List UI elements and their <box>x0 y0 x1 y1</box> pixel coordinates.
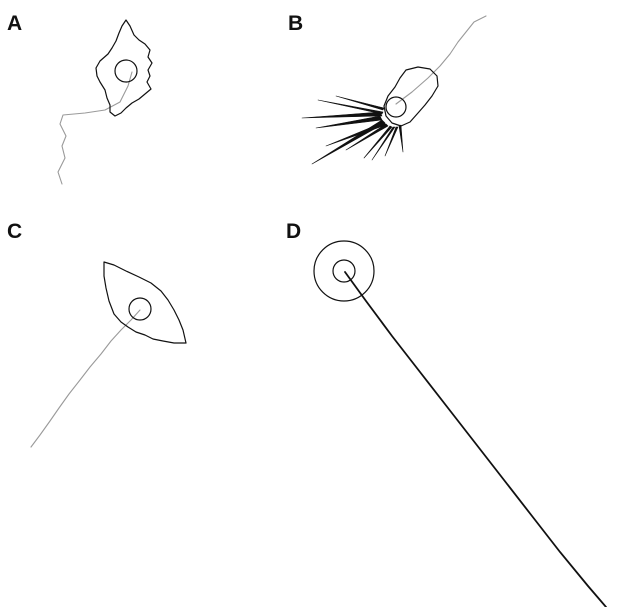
panel-a-cell-outline <box>96 20 152 116</box>
panel-d-cell <box>314 241 606 607</box>
panel-c-cell-outline <box>104 262 186 343</box>
panel-d-migration-track <box>345 272 606 607</box>
panel-b-nucleus <box>386 97 406 117</box>
spike <box>399 125 403 152</box>
panel-c-nucleus <box>129 298 151 320</box>
panel-a-cell <box>58 20 152 184</box>
panel-b-cell <box>302 16 486 164</box>
panel-b-spikes <box>302 96 403 164</box>
panel-a-nucleus <box>115 60 137 82</box>
panel-c-migration-track <box>31 310 140 447</box>
spike <box>302 112 382 118</box>
panel-b-migration-track <box>396 16 486 104</box>
panel-d-nucleus <box>333 260 355 282</box>
panel-d-cell-outline <box>314 241 374 301</box>
panel-a-migration-track <box>58 72 132 184</box>
panel-c-cell <box>31 262 186 447</box>
